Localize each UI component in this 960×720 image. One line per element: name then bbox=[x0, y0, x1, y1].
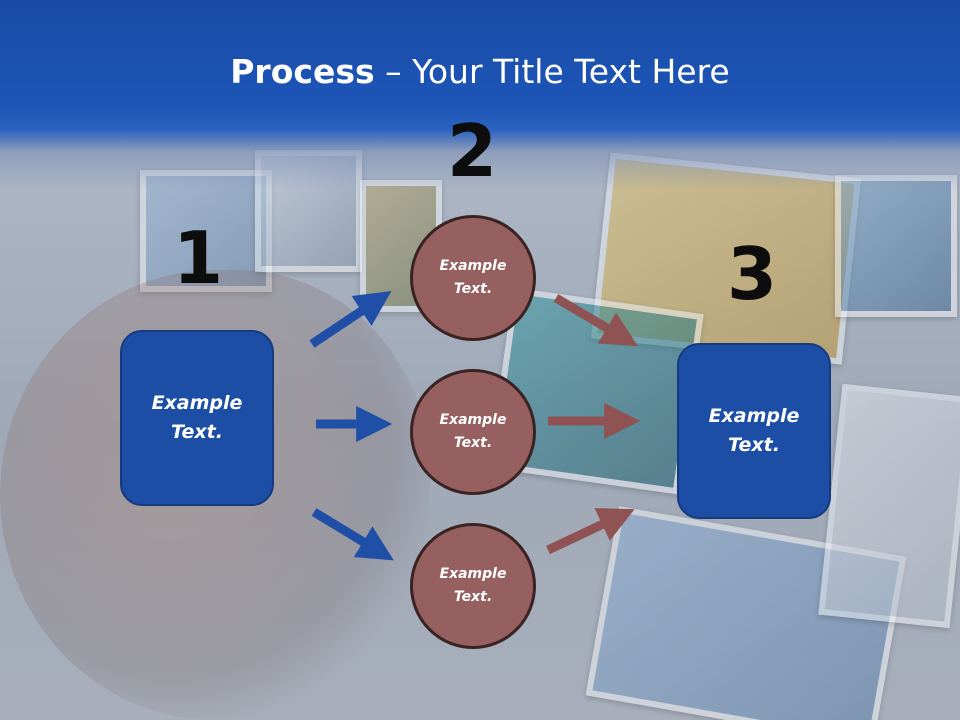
right-box: Example Text. bbox=[677, 343, 831, 519]
title-bold: Process bbox=[230, 52, 375, 91]
circle-middle: Example Text. bbox=[410, 369, 536, 495]
step-number-1: 1 bbox=[172, 216, 224, 300]
circle-top: Example Text. bbox=[410, 215, 536, 341]
left-box: Example Text. bbox=[120, 330, 274, 506]
red-arrow-up bbox=[546, 508, 635, 555]
title-rest: – Your Title Text Here bbox=[374, 52, 730, 91]
blue-arrow-up bbox=[309, 291, 392, 348]
header-band bbox=[0, 0, 960, 190]
blue-arrow-down bbox=[311, 508, 394, 561]
slide-title: Process – Your Title Text Here bbox=[0, 52, 960, 91]
circle-bottom: Example Text. bbox=[410, 523, 536, 649]
red-arrow-down bbox=[553, 294, 638, 347]
step-number-3: 3 bbox=[726, 232, 778, 316]
step-number-2: 2 bbox=[446, 109, 498, 193]
